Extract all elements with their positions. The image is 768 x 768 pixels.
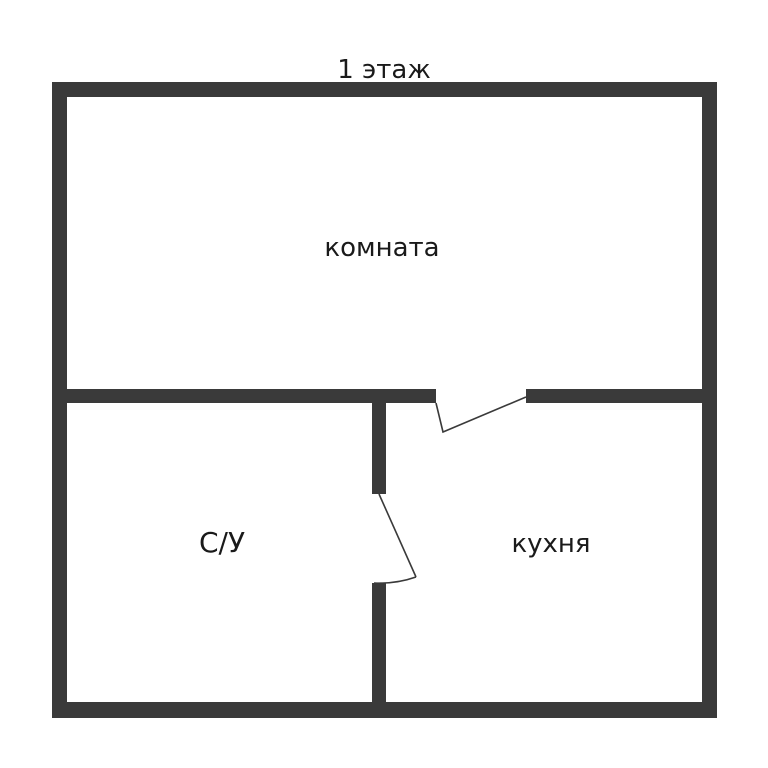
- floor-title: 1 этаж: [337, 55, 431, 85]
- room-label-room: комната: [324, 233, 439, 263]
- room-label-bathroom: С/У: [199, 526, 245, 559]
- door-room-kitchen-leaf: [435, 396, 527, 434]
- horizontal-wall-right-segment: [526, 389, 717, 403]
- door-bathroom-arc: [373, 576, 417, 584]
- room-label-kitchen: кухня: [511, 529, 590, 559]
- vertical-wall-upper-segment: [372, 389, 386, 494]
- interior-horizontal-wall: [52, 389, 717, 403]
- door-bathroom-leaf: [378, 493, 417, 578]
- outer-wall-top: [52, 82, 717, 97]
- door-room-kitchen: [435, 396, 527, 434]
- horizontal-wall-left-segment: [52, 389, 436, 403]
- interior-vertical-wall: [372, 389, 386, 718]
- door-bathroom: [373, 493, 417, 584]
- vertical-wall-lower-segment: [372, 583, 386, 718]
